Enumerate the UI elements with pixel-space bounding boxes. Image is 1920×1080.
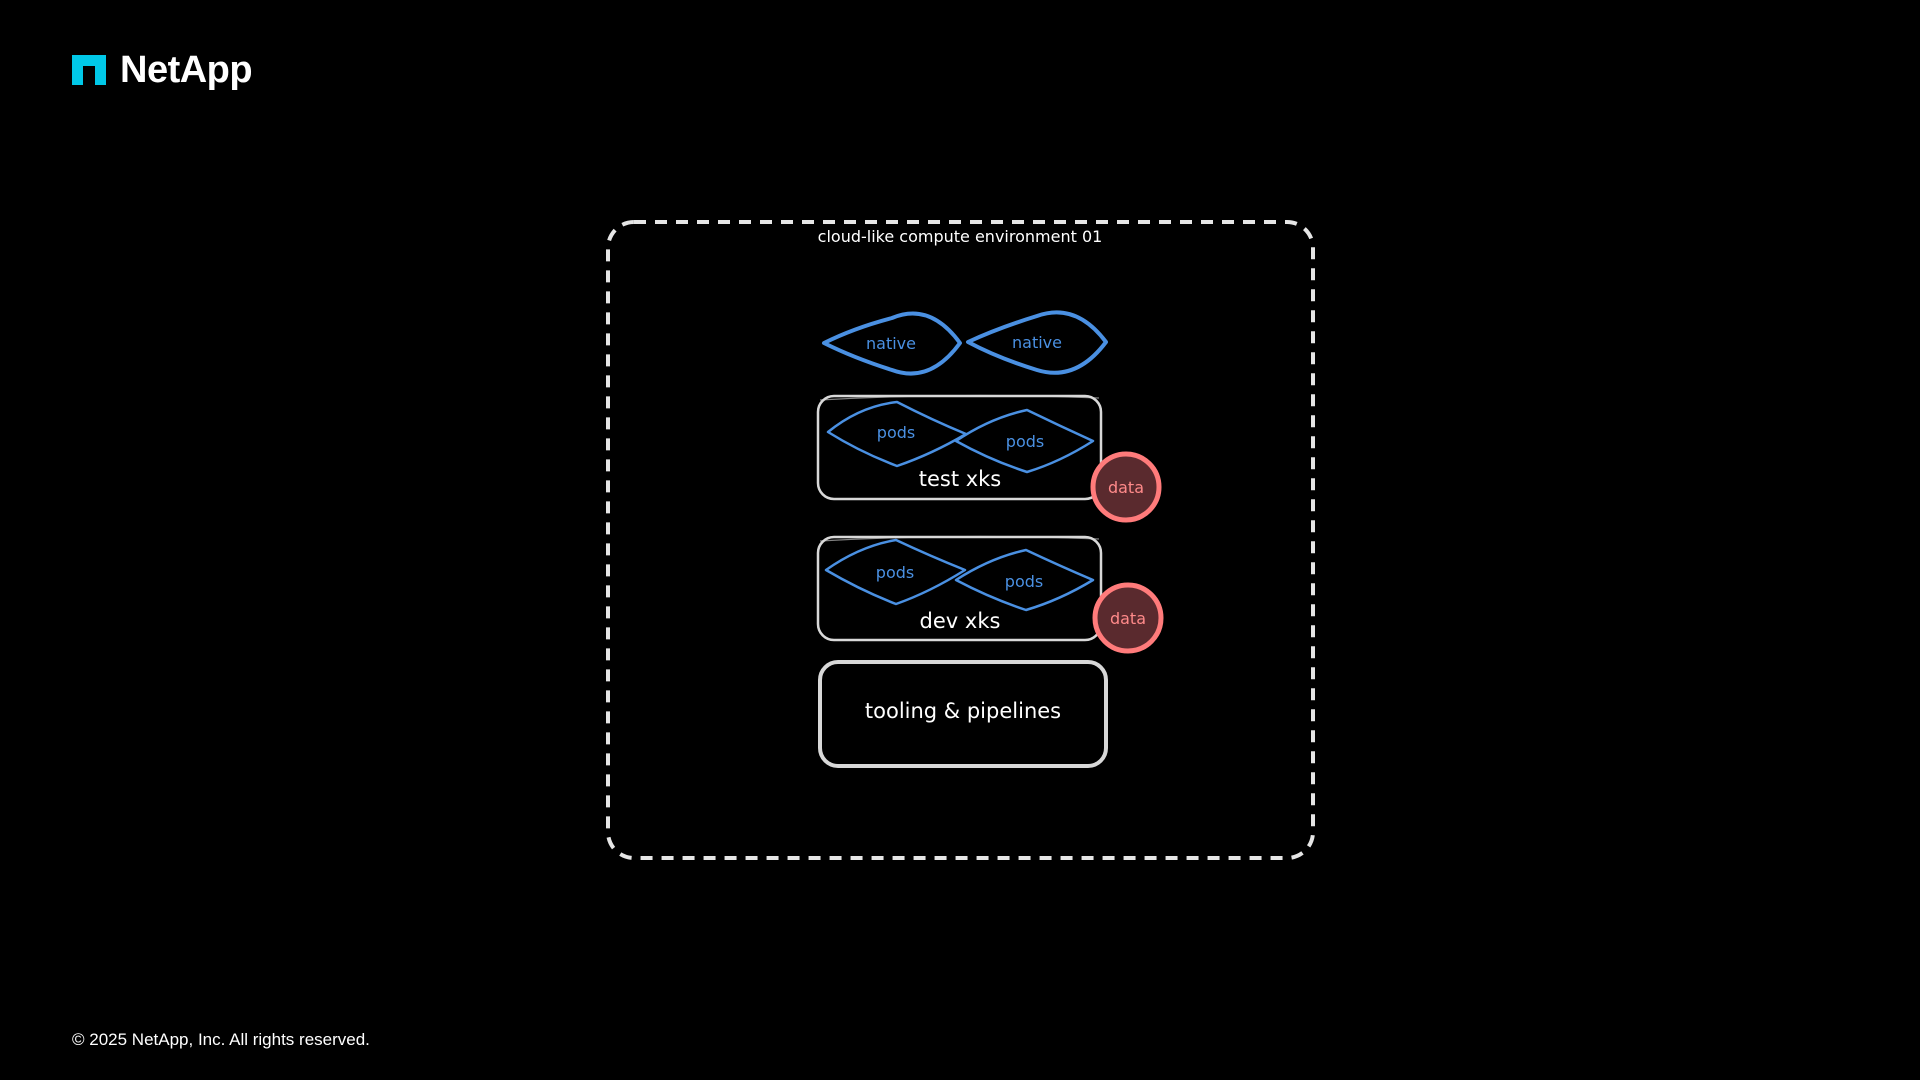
pods-label: pods — [877, 423, 915, 442]
environment-container — [606, 220, 1315, 860]
cluster-label: test xks — [919, 467, 1002, 491]
data-label: data — [1110, 609, 1146, 628]
pods-node: pods — [826, 400, 968, 468]
cluster-dev-xks: pods pods dev xks — [816, 535, 1103, 642]
data-store: data — [1092, 582, 1164, 654]
native-label: native — [1012, 333, 1062, 352]
native-label: native — [866, 334, 916, 353]
data-store: data — [1090, 451, 1162, 523]
netapp-logo: NetApp — [72, 49, 253, 91]
pods-node: pods — [954, 548, 1095, 612]
pods-node: pods — [954, 408, 1095, 474]
brand-name: NetApp — [120, 49, 253, 91]
tooling-box: tooling & pipelines — [818, 660, 1108, 768]
pods-node: pods — [824, 538, 967, 606]
native-node: native — [966, 310, 1108, 375]
pods-label: pods — [1005, 572, 1043, 591]
data-label: data — [1108, 478, 1144, 497]
pods-label: pods — [1006, 432, 1044, 451]
native-node: native — [822, 311, 962, 376]
netapp-logo-icon — [72, 55, 106, 85]
environment-label: cloud-like compute environment 01 — [818, 227, 1103, 246]
tooling-label: tooling & pipelines — [865, 699, 1061, 723]
copyright-footer: © 2025 NetApp, Inc. All rights reserved. — [72, 1030, 370, 1049]
pods-label: pods — [876, 563, 914, 582]
cluster-test-xks: pods pods test xks — [816, 394, 1103, 501]
cluster-label: dev xks — [920, 609, 1001, 633]
